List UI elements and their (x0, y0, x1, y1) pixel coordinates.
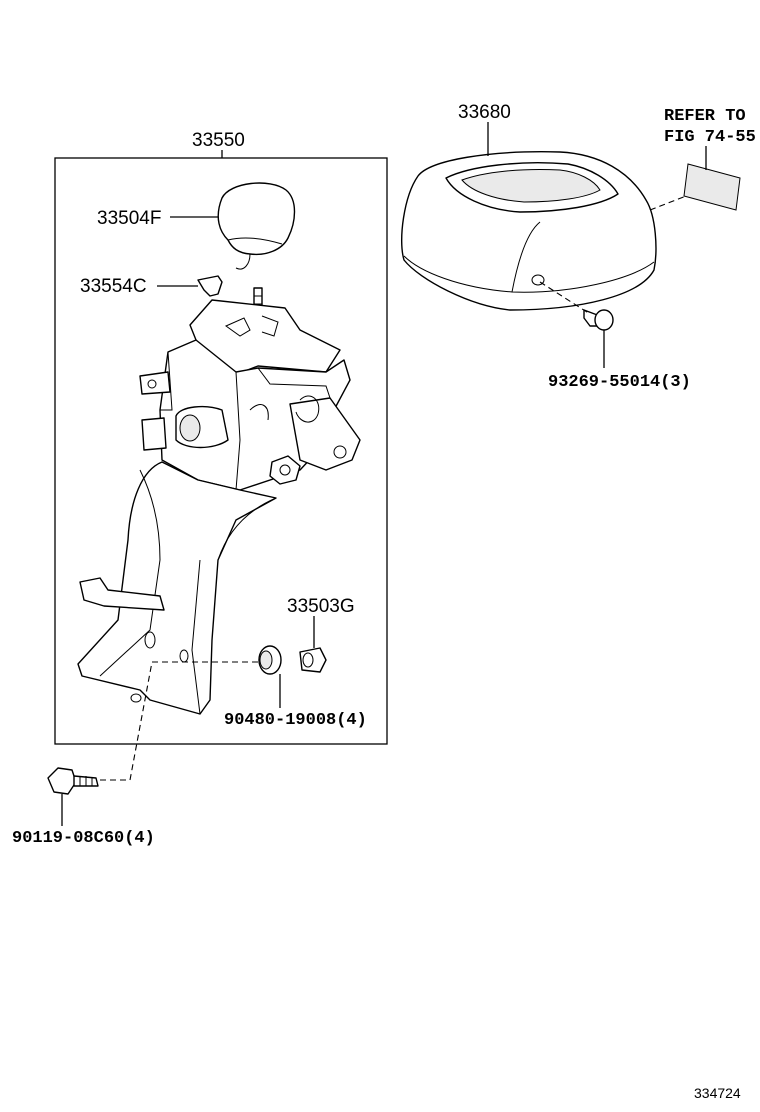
label-cover: 33680 (458, 102, 511, 123)
dash-bolt (100, 661, 153, 781)
figure-number: 334724 (694, 1085, 741, 1101)
dash-emblem (649, 195, 687, 211)
label-refer-line2: FIG 74-55 (664, 128, 756, 147)
bolt-part (47, 767, 99, 795)
emblem-part (683, 163, 741, 211)
console-cover (401, 151, 657, 311)
label-grommet: 90480-19008(4) (224, 711, 367, 730)
shift-lever-housing (139, 287, 361, 491)
screw-part (583, 309, 614, 331)
label-assembly: 33550 (192, 130, 245, 151)
label-cushion: 33503G (287, 596, 355, 617)
label-knob: 33504F (97, 208, 161, 229)
assembly-boundary-box (54, 157, 388, 745)
label-screw: 93269-55014(3) (548, 373, 691, 392)
shift-knob (217, 182, 296, 270)
cushion-part (299, 647, 327, 673)
shift-lever-bracket (77, 461, 277, 715)
label-clip: 33554C (80, 276, 147, 297)
clip-part (197, 275, 223, 297)
label-bolt: 90119-08C60(4) (12, 829, 155, 848)
label-refer-line1: REFER TO (664, 107, 746, 126)
grommet-part (258, 645, 282, 675)
